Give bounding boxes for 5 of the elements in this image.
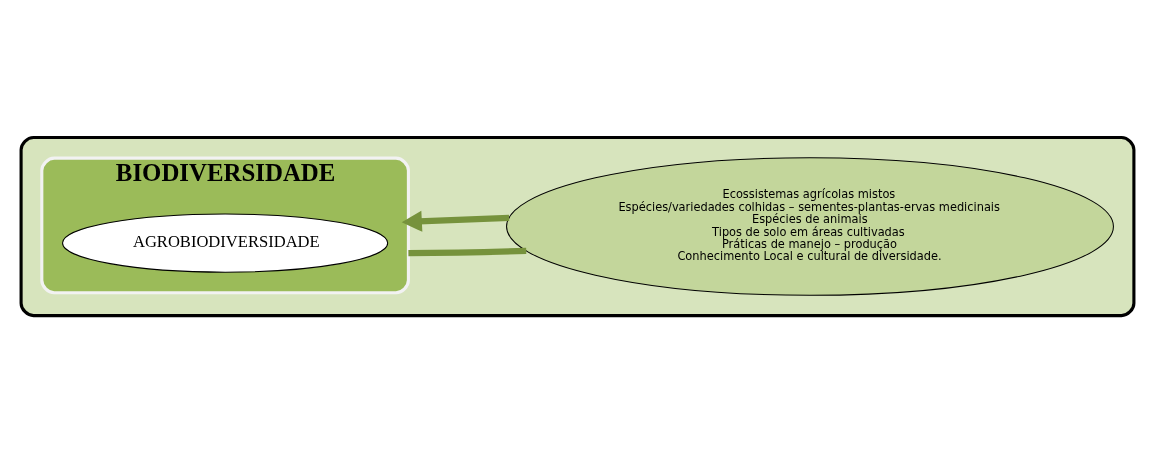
- cluster: [19, 135, 1136, 317]
- node-ellipse: Ecossistemas agrícolas mistos Espécies/variedades colhidas – sementes-plantas-ervas medicinais Espécies de animais Tipos de solo em áreas cultivadas Práticas de manejo – produção Conhecimento Local e cultural de diversidade.: [506, 156, 1114, 296]
- node-ellipse: AGROBIODIVERSIDADE: [62, 213, 389, 273]
- connector: [408, 247, 527, 256]
- arrow: [401, 210, 510, 232]
